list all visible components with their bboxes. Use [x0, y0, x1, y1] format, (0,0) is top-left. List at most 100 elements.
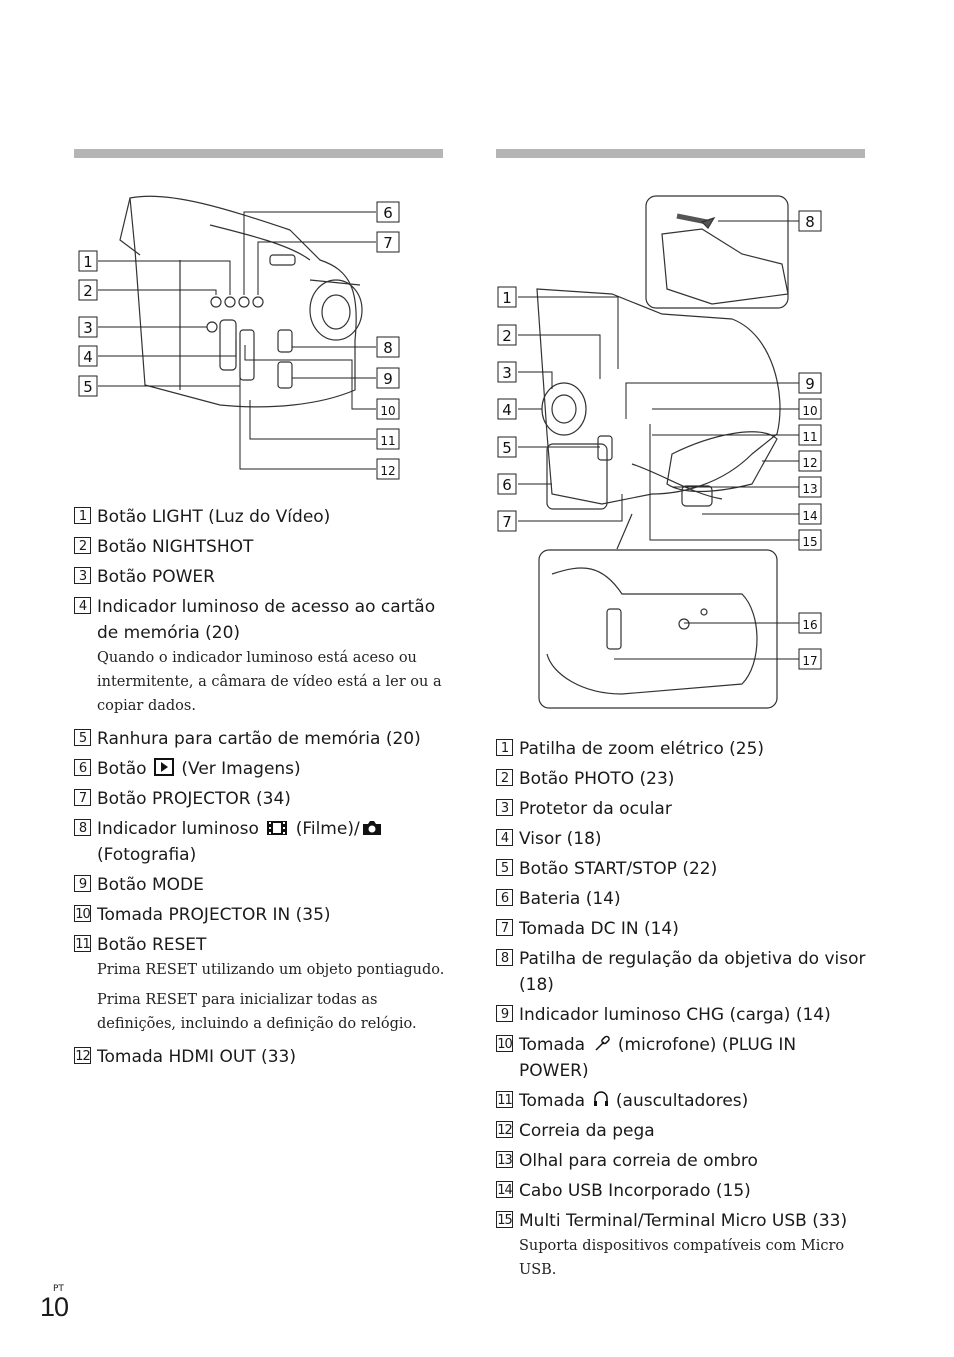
- list-item: 14 Cabo USB Incorporado (15): [496, 1178, 868, 1204]
- left-callout-12: 12: [376, 458, 400, 480]
- item-label: Bateria (14): [519, 889, 621, 909]
- svg-text:6: 6: [383, 204, 393, 222]
- left-parts-list: 1 Botão LIGHT (Luz do Vídeo) 2 Botão NIG…: [74, 504, 446, 1074]
- play-icon: [153, 758, 174, 776]
- list-item: 12 Correia da pega: [496, 1118, 868, 1144]
- item-label: Tomada (microfone) (PLUG IN POWER): [519, 1035, 797, 1081]
- left-callout-4: 4: [78, 345, 98, 367]
- page-number: 10: [40, 1292, 69, 1322]
- item-label: Patilha de zoom elétrico (25): [519, 739, 765, 759]
- list-item: 13 Olhal para correia de ombro: [496, 1148, 868, 1174]
- right-callout-2: 2: [497, 324, 517, 346]
- left-callout-9: 9: [376, 367, 400, 389]
- item-number: 10: [74, 905, 91, 922]
- item-label: Cabo USB Incorporado (15): [519, 1181, 751, 1201]
- right-callout-6: 6: [497, 473, 517, 495]
- svg-text:14: 14: [802, 509, 817, 523]
- svg-text:2: 2: [502, 327, 512, 345]
- list-item: 12 Tomada HDMI OUT (33): [74, 1044, 446, 1070]
- item-label: Botão LIGHT (Luz do Vídeo): [97, 507, 331, 527]
- item-label: Botão NIGHTSHOT: [97, 537, 254, 557]
- right-callout-16: 16: [798, 612, 822, 634]
- left-section-rule: [74, 149, 443, 158]
- right-callout-11: 11: [798, 424, 822, 446]
- svg-text:5: 5: [502, 439, 512, 457]
- item-label: Botão RESET: [97, 935, 207, 955]
- headphones-icon: [593, 1091, 608, 1106]
- svg-text:10: 10: [802, 404, 817, 418]
- left-callout-6: 6: [376, 201, 400, 223]
- left-callout-3: 3: [78, 316, 98, 338]
- list-item: 11 Tomada (auscultadores): [496, 1088, 868, 1114]
- svg-text:6: 6: [502, 476, 512, 494]
- list-item: 4 Indicador luminoso de acesso ao cartão…: [74, 594, 446, 724]
- left-camera-illustration: 1 2 3 4 5 6 7 8 9 10 11 12: [70, 190, 410, 490]
- item-label: Botão (Ver Imagens): [97, 758, 301, 779]
- list-item: 3 Protetor da ocular: [496, 796, 868, 822]
- right-callout-10: 10: [798, 398, 822, 420]
- item-number: 2: [74, 537, 91, 554]
- list-item: 10 Tomada PROJECTOR IN (35): [74, 902, 446, 928]
- right-callout-3: 3: [497, 361, 517, 383]
- svg-text:2: 2: [83, 282, 93, 300]
- item-number: 3: [496, 799, 513, 816]
- right-callout-9: 9: [798, 372, 822, 394]
- item-number: 8: [74, 819, 91, 836]
- svg-text:5: 5: [83, 378, 93, 396]
- microphone-icon: [594, 1035, 610, 1051]
- item-number: 11: [74, 935, 91, 952]
- item-number: 5: [496, 859, 513, 876]
- item-label: Botão MODE: [97, 875, 204, 895]
- camera-icon: [362, 821, 381, 835]
- svg-text:8: 8: [383, 339, 393, 357]
- svg-text:9: 9: [805, 375, 815, 393]
- item-number: 6: [496, 889, 513, 906]
- svg-text:7: 7: [383, 234, 393, 252]
- item-number: 9: [74, 875, 91, 892]
- item-number: 7: [496, 919, 513, 936]
- list-item: 5 Ranhura para cartão de memória (20): [74, 726, 446, 752]
- item-number: 14: [496, 1181, 513, 1198]
- list-item: 15 Multi Terminal/Terminal Micro USB (33…: [496, 1208, 868, 1288]
- list-item: 1 Patilha de zoom elétrico (25): [496, 736, 868, 762]
- item-label: Ranhura para cartão de memória (20): [97, 729, 421, 749]
- item-label: Indicador luminoso CHG (carga) (14): [519, 1005, 831, 1025]
- item-note: Prima RESET utilizando um objeto pontiag…: [97, 962, 445, 978]
- list-item: 4 Visor (18): [496, 826, 868, 852]
- right-callout-15: 15: [798, 529, 822, 551]
- item-note: Suporta dispositivos compatíveis com Mic…: [519, 1238, 845, 1278]
- svg-text:15: 15: [802, 535, 817, 549]
- item-label: Visor (18): [519, 829, 602, 849]
- svg-text:3: 3: [502, 364, 512, 382]
- item-label: Correia da pega: [519, 1121, 655, 1141]
- right-callout-12: 12: [798, 450, 822, 472]
- svg-text:7: 7: [502, 513, 512, 531]
- item-number: 8: [496, 949, 513, 966]
- right-callout-13: 13: [798, 476, 822, 498]
- list-item: 9 Botão MODE: [74, 872, 446, 898]
- svg-text:4: 4: [83, 348, 93, 366]
- item-number: 4: [74, 597, 91, 614]
- item-label: Tomada HDMI OUT (33): [97, 1047, 296, 1067]
- item-number: 7: [74, 789, 91, 806]
- item-number: 6: [74, 759, 91, 776]
- item-number: 1: [496, 739, 513, 756]
- item-number: 9: [496, 1005, 513, 1022]
- left-callout-1: 1: [78, 250, 98, 272]
- list-item: 2 Botão PHOTO (23): [496, 766, 868, 792]
- item-number: 1: [74, 507, 91, 524]
- item-label: Botão PHOTO (23): [519, 769, 675, 789]
- svg-text:1: 1: [83, 253, 93, 271]
- item-number: 11: [496, 1091, 513, 1108]
- item-number: 10: [496, 1035, 513, 1052]
- page-language: PT: [53, 1284, 64, 1294]
- item-number: 15: [496, 1211, 513, 1228]
- item-label: Multi Terminal/Terminal Micro USB (33): [519, 1211, 848, 1231]
- left-callout-8: 8: [376, 336, 400, 358]
- right-callout-7: 7: [497, 510, 517, 532]
- list-item: 1 Botão LIGHT (Luz do Vídeo): [74, 504, 446, 530]
- right-callout-17: 17: [798, 648, 822, 670]
- svg-text:17: 17: [802, 654, 817, 668]
- item-label: Tomada DC IN (14): [519, 919, 679, 939]
- list-item: 6 Botão (Ver Imagens): [74, 756, 446, 782]
